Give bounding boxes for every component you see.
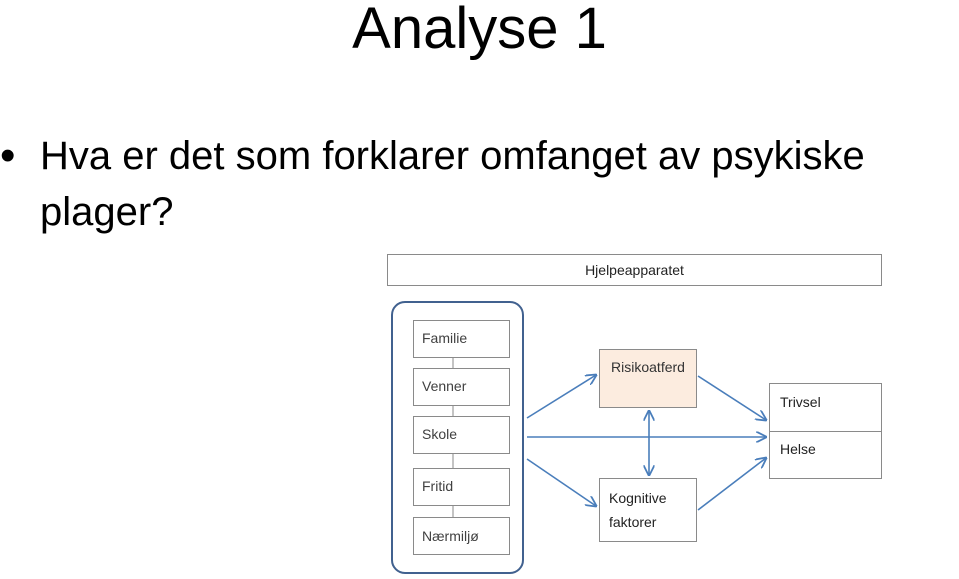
factor-label: Fritid: [422, 478, 454, 494]
bullet-text: Hva er det som forklarer omfanget av psy…: [40, 134, 865, 234]
factor-box-skole: Skole: [413, 416, 510, 454]
risikoatferd-box: Risikoatferd: [599, 349, 697, 408]
trivsel-label: Trivsel: [780, 394, 821, 410]
helse-box: Helse: [769, 431, 882, 479]
factor-box-familie: Familie: [413, 320, 510, 358]
helse-label: Helse: [780, 441, 816, 457]
hjelpeapparatet-label: Hjelpeapparatet: [585, 262, 684, 278]
factor-label: Nærmiljø: [422, 528, 479, 544]
arrow-factors-to-kognitive: [526, 458, 596, 506]
trivsel-box: Trivsel: [769, 383, 882, 432]
risikoatferd-label: Risikoatferd: [611, 359, 685, 375]
kognitive-faktorer-label: Kognitive faktorer: [609, 490, 667, 530]
arrow-factors-to-risikoatferd: [526, 375, 596, 419]
arrow-risikoatferd-to-outcomes: [697, 375, 766, 420]
bullet-point-icon: •: [0, 131, 16, 180]
hjelpeapparatet-box: Hjelpeapparatet: [387, 254, 882, 286]
factor-box-venner: Venner: [413, 368, 510, 406]
slide-title: Analyse 1: [352, 0, 607, 61]
arrow-kognitive-to-outcomes: [697, 458, 766, 511]
factor-label: Venner: [422, 378, 467, 394]
factor-box-fritid: Fritid: [413, 468, 510, 506]
factor-box-naermiljo: Nærmiljø: [413, 517, 510, 555]
kognitive-faktorer-box: Kognitive faktorer: [599, 478, 697, 542]
factor-label: Skole: [422, 426, 458, 442]
factor-label: Familie: [422, 330, 468, 346]
